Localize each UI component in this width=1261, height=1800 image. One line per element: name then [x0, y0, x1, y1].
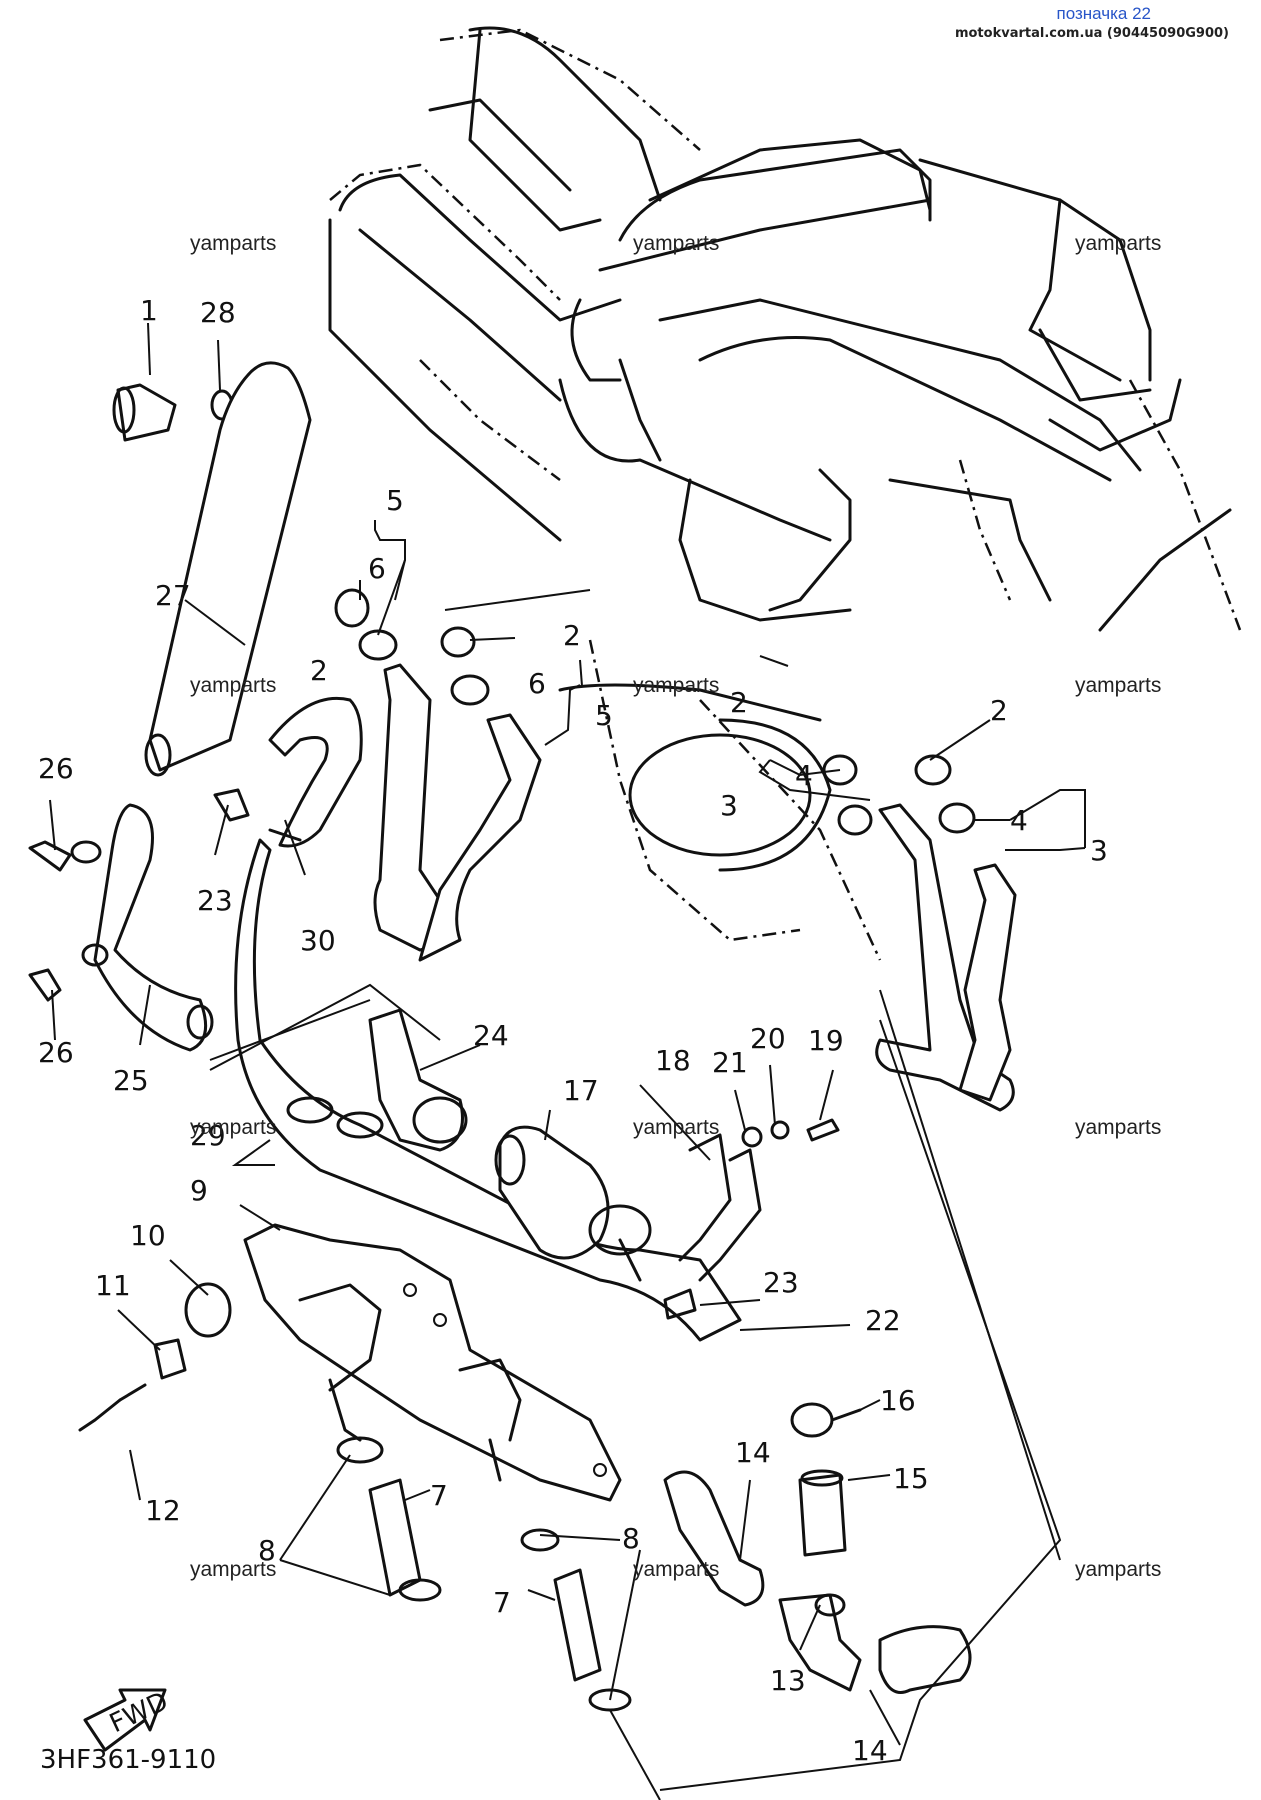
hose-24	[368, 1008, 468, 1152]
watermark-text: yamparts	[1075, 1558, 1161, 1581]
watermark-text: yamparts	[190, 674, 276, 697]
part-number: 7	[430, 1479, 448, 1512]
caps-2-6	[334, 588, 490, 706]
part-number: 23	[197, 884, 233, 917]
bolt-12	[78, 1383, 147, 1432]
part-number: 5	[595, 699, 613, 732]
pipe-3-right	[822, 754, 1017, 1112]
diagram-code: 3HF361-9110	[40, 1745, 216, 1775]
watermark-text: yamparts	[190, 1558, 276, 1581]
bolt-26-bottom	[28, 968, 62, 1002]
part-number: 13	[770, 1664, 806, 1697]
hose-27	[144, 361, 312, 777]
watermark-text: yamparts	[190, 232, 276, 255]
part-number: 6	[368, 552, 386, 585]
part-number: 8	[258, 1534, 276, 1567]
clamps-8	[336, 1436, 632, 1712]
fwd-label: FWD	[105, 1686, 173, 1739]
watermark-text: yamparts	[633, 1116, 719, 1139]
source-site-label: motokvartal.com.ua (90445090G900)	[954, 26, 1229, 41]
collar-11	[153, 1338, 187, 1380]
elbow-joint-1	[112, 383, 177, 442]
part-number: 14	[735, 1436, 771, 1469]
part-number: 4	[1010, 804, 1028, 837]
hose-7-right	[553, 1568, 602, 1682]
washers-19-21	[741, 1118, 840, 1148]
part-number: 18	[655, 1044, 691, 1077]
clamp-16	[790, 1402, 862, 1438]
part-number: 17	[563, 1074, 599, 1107]
bolt-26-top	[28, 840, 72, 872]
part-number: 7	[493, 1586, 511, 1619]
pipe-5-left	[373, 663, 542, 962]
marker-label: позначка 22	[1056, 4, 1152, 23]
leader-lines	[49, 322, 1086, 1800]
watermark-text: yamparts	[633, 232, 719, 255]
part-number: 12	[145, 1494, 181, 1527]
hose-15	[798, 1469, 847, 1557]
part-number: 20	[750, 1022, 786, 1055]
part-number: 3	[1090, 834, 1108, 867]
part-number: 26	[38, 752, 74, 785]
part-number: 2	[730, 686, 748, 719]
part-number: 29	[190, 1119, 226, 1152]
part-number: 10	[130, 1219, 166, 1252]
part-number: 26	[38, 1036, 74, 1069]
part-number: 16	[880, 1384, 916, 1417]
bracket-18	[678, 1133, 762, 1282]
reed-valve-assembly-9	[243, 1223, 622, 1502]
watermark-text: yamparts	[1075, 674, 1161, 697]
hose-14-lower	[878, 1625, 972, 1694]
watermark-text: yamparts	[1075, 1116, 1161, 1139]
part-number: 30	[300, 924, 336, 957]
hose-25	[70, 803, 214, 1052]
part-number: 15	[893, 1462, 929, 1495]
part-number: 21	[712, 1046, 748, 1079]
watermark-text: yamparts	[190, 1116, 276, 1139]
part-number: 2	[990, 694, 1008, 727]
forward-arrow-icon: FWD	[83, 1686, 173, 1752]
airbox-outline	[328, 26, 1242, 961]
part-number: 19	[808, 1024, 844, 1057]
tee-joint-13	[778, 1593, 862, 1692]
part-number: 1	[140, 294, 158, 327]
part-number: 11	[95, 1269, 131, 1302]
part-number: 27	[155, 579, 191, 612]
part-number: 22	[865, 1304, 901, 1337]
grommet-10	[184, 1282, 232, 1338]
part-number: 2	[310, 654, 328, 687]
part-number: 2	[563, 619, 581, 652]
part-number: 6	[528, 667, 546, 700]
part-number: 25	[113, 1064, 149, 1097]
part-number: 4	[795, 759, 813, 792]
part-numbers: 1 28 27 2 5 6 2 6 5 2 2 4 3 4 3 26 23 30…	[38, 294, 1108, 1767]
part-number: 14	[852, 1734, 888, 1767]
bracket-23-left	[213, 788, 250, 822]
air-valve-17	[494, 1125, 652, 1282]
part-number: 5	[386, 484, 404, 517]
hose-loop-30	[268, 696, 363, 848]
part-number: 8	[622, 1522, 640, 1555]
part-number: 28	[200, 296, 236, 329]
part-number: 24	[473, 1019, 509, 1052]
watermark-text: yamparts	[633, 674, 719, 697]
part-number: 3	[720, 789, 738, 822]
part-number: 9	[190, 1174, 208, 1207]
watermarks: yamparts yamparts yamparts yamparts yamp…	[190, 232, 1161, 1581]
part-number: 23	[763, 1266, 799, 1299]
clip-23-right	[663, 1288, 697, 1320]
watermark-text: yamparts	[1075, 232, 1161, 255]
watermark-text: yamparts	[633, 1558, 719, 1581]
hose-14-upper	[663, 1470, 765, 1607]
